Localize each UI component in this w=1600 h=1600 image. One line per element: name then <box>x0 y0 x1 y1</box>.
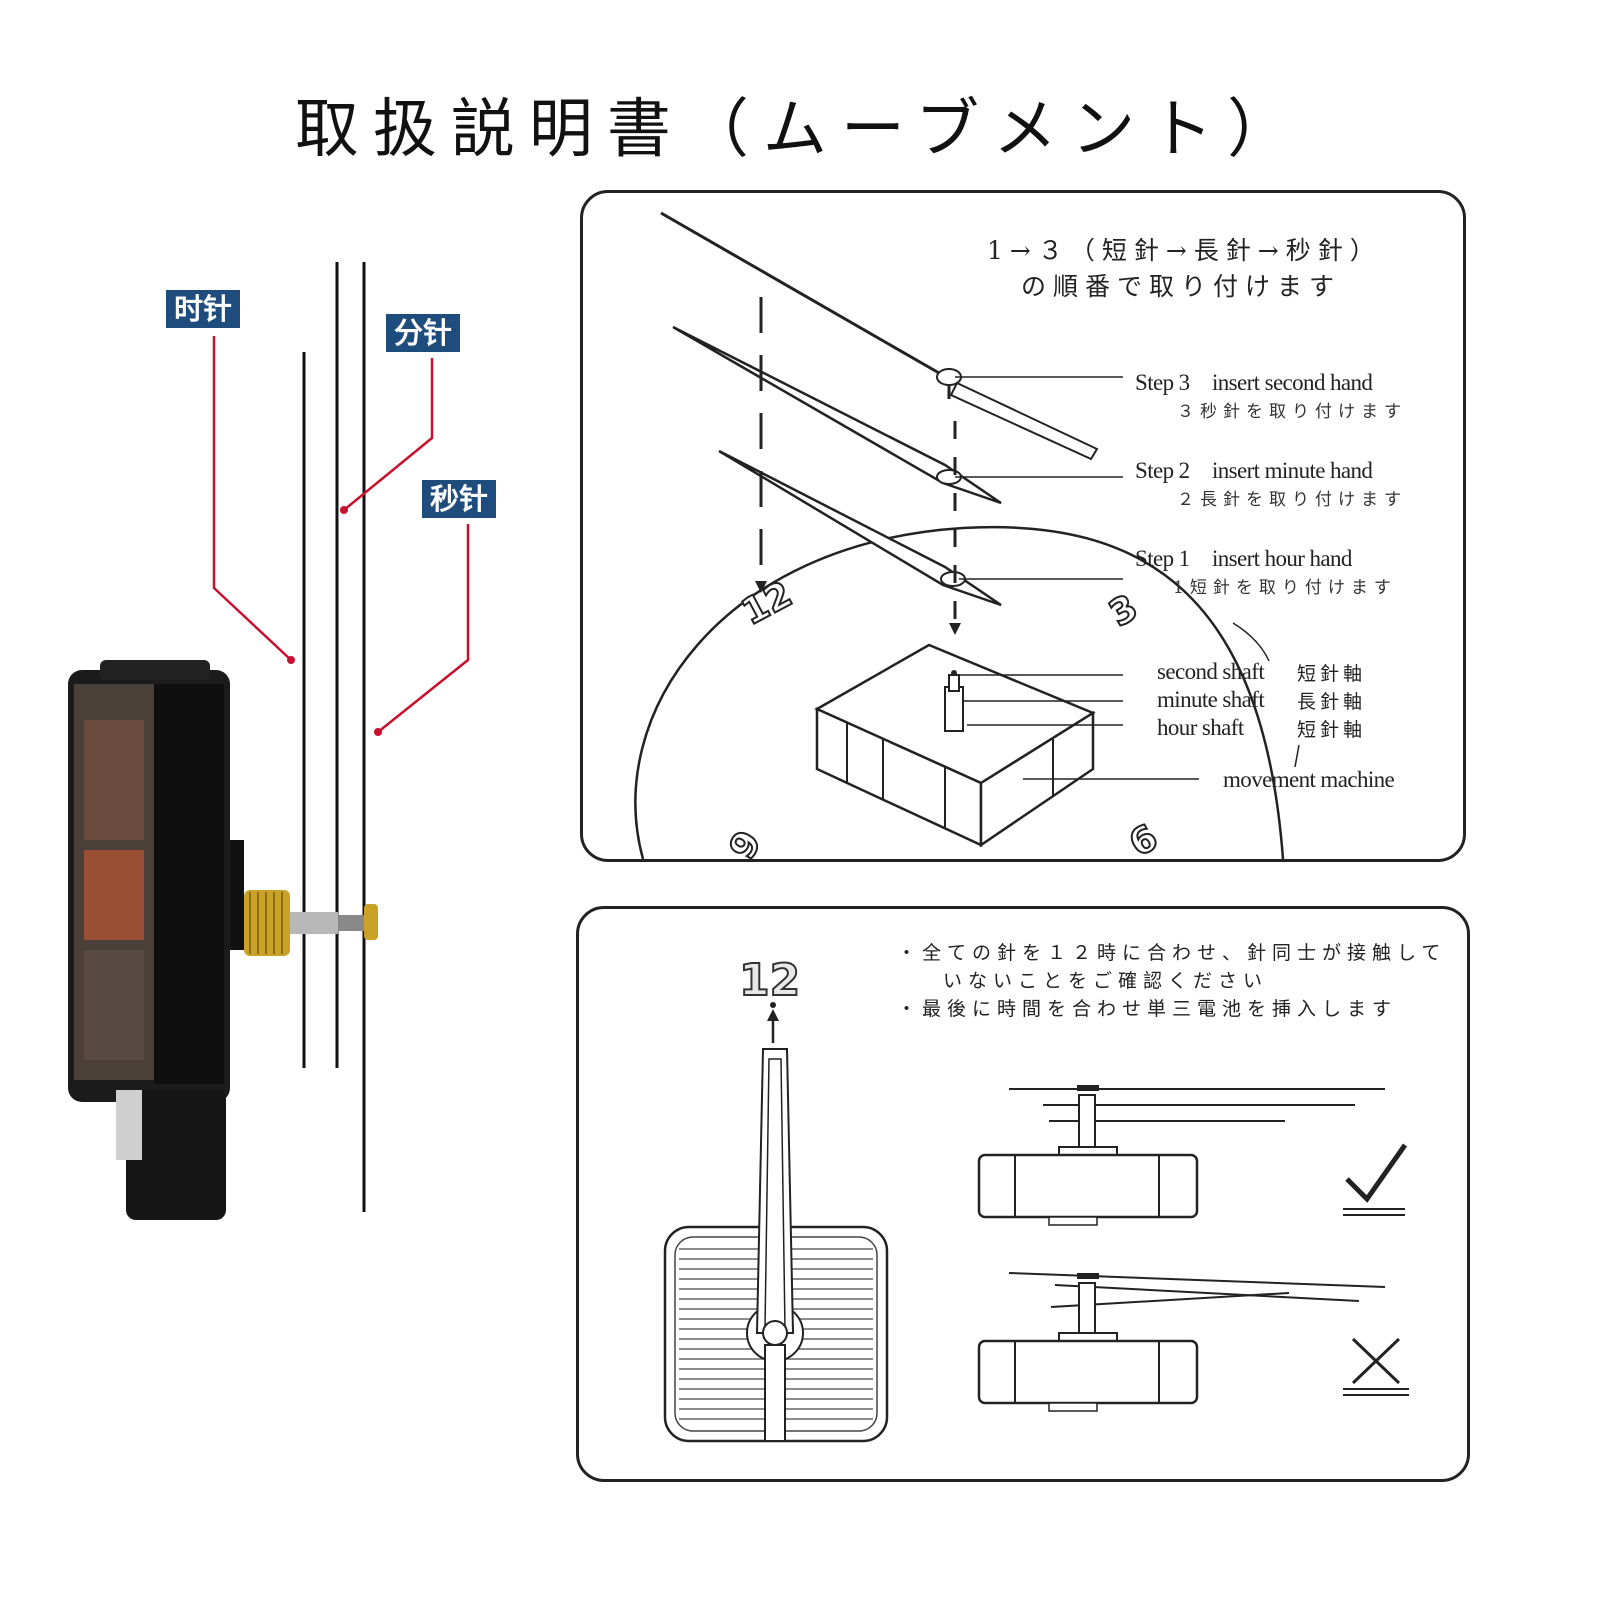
correct-side-view <box>977 1085 1385 1226</box>
minute-hand-drawing <box>672 325 1002 505</box>
dial-9: 9 <box>722 824 770 859</box>
dial-12: 12 <box>735 574 798 634</box>
hour-hand-drawing <box>718 449 1002 607</box>
threaded-shaft <box>230 840 378 956</box>
step1-jp: 1短針を取り付けます <box>1173 578 1397 598</box>
second-shaft-label: second shaft <box>1157 659 1265 684</box>
hour-pointer-line <box>212 336 292 661</box>
cross-mark-icon <box>1343 1337 1409 1396</box>
movement-machine-label: movement machine <box>1223 767 1395 792</box>
clock-dial-arc <box>634 525 1285 859</box>
movement-side-view <box>68 262 470 1220</box>
second-shaft-jp: 短針軸 <box>1297 663 1367 685</box>
movement-body <box>68 660 230 1220</box>
alignment-diagram: 12 <box>663 954 1409 1443</box>
second-pointer-line <box>377 524 470 733</box>
step3-jp: ３秒針を取り付けます <box>1177 402 1407 422</box>
installation-diagram: 12 3 9 6 <box>634 211 1300 859</box>
note-line-1: ・全ての針を１２時に合わせ、針同士が接触して <box>897 942 1447 964</box>
hour-shaft-jp: 短針軸 <box>1297 719 1367 741</box>
twelve-marker: 12 <box>739 955 800 1006</box>
minute-hand-label: 分针 <box>386 314 461 352</box>
hour-hand-label: 时针 <box>166 290 241 328</box>
step3-label: Step 3 insert second hand <box>1135 370 1373 395</box>
second-hand-label: 秒针 <box>422 480 497 518</box>
minute-pointer-line <box>343 358 434 511</box>
note-line-2: いないことをご確認ください <box>943 970 1269 992</box>
hour-shaft-label: hour shaft <box>1157 715 1244 740</box>
check-mark-icon <box>1343 1143 1408 1216</box>
movement-front-view <box>663 1048 889 1443</box>
page-title: 取扱説明書（ムーブメント） <box>294 93 1306 167</box>
minute-shaft-jp: 長針軸 <box>1297 691 1367 713</box>
minute-shaft-label: minute shaft <box>1157 687 1265 712</box>
step2-label: Step 2 insert minute hand <box>1135 458 1373 483</box>
second-hand-drawing <box>660 211 1099 461</box>
note-line-3: ・最後に時間を合わせ単三電池を挿入します <box>897 998 1398 1020</box>
step1-label: Step 1 insert hour hand <box>1135 546 1352 571</box>
alignment-check-panel: 12 <box>576 906 1470 1482</box>
order-line-2: の順番で取り付けます <box>1021 272 1342 301</box>
dial-6: 6 <box>1123 817 1165 859</box>
step2-jp: ２長針を取り付けます <box>1177 490 1407 510</box>
wrong-side-view <box>977 1272 1386 1412</box>
order-line-1: 1→３（短針→長針→秒針） <box>987 236 1382 265</box>
installation-steps-panel: 12 3 9 6 <box>580 190 1466 862</box>
dial-3: 3 <box>1103 587 1145 635</box>
